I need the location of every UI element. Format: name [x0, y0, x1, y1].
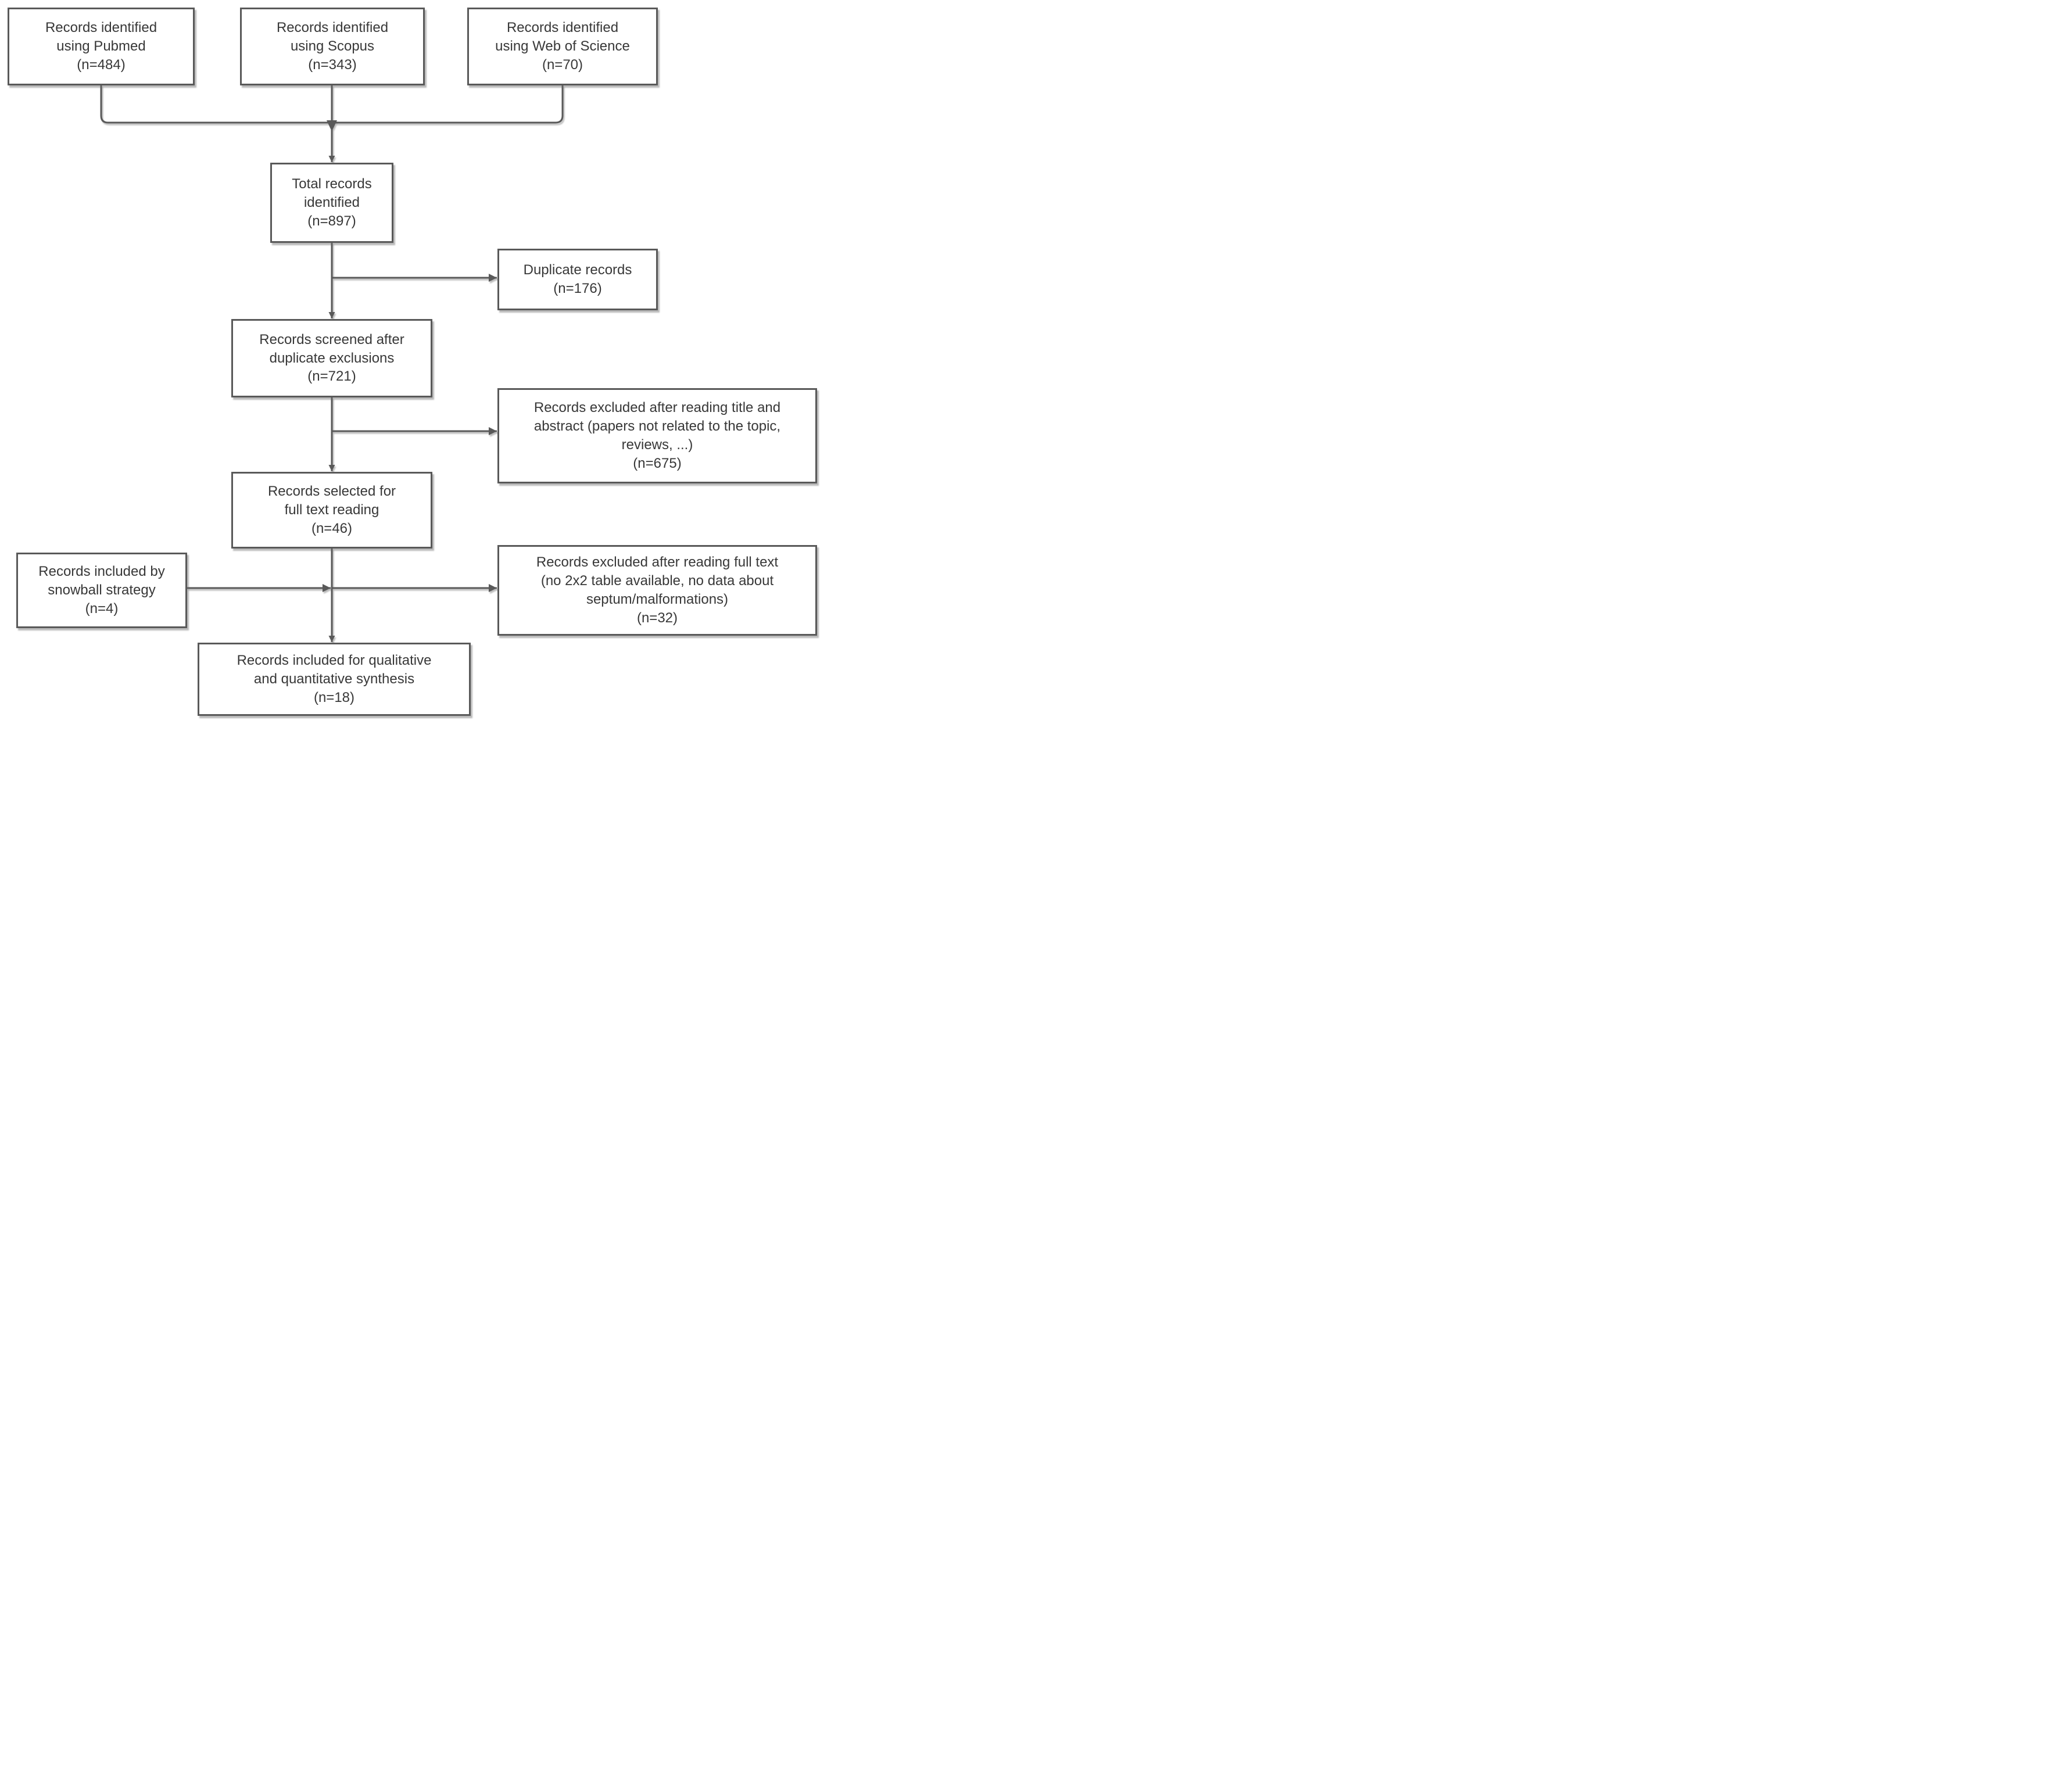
box-records-pubmed: Records identified using Pubmed (n=484): [8, 8, 195, 85]
connector-pubmed-merge: [100, 85, 328, 124]
connector-layer: [100, 85, 564, 642]
box-records-scopus: Records identified using Scopus (n=343): [240, 8, 425, 85]
box-text: Total records identified (n=897): [292, 176, 372, 229]
box-snowball-strategy: Records included by snowball strategy (n…: [16, 553, 187, 628]
box-excluded-title-abstract: Records excluded after reading title and…: [497, 388, 817, 483]
box-excluded-fulltext: Records excluded after reading full text…: [497, 545, 817, 636]
box-text: Records identified using Pubmed (n=484): [45, 20, 157, 73]
prisma-flow-diagram: Records identified using Pubmed (n=484) …: [0, 0, 825, 717]
box-text: Records selected for full text reading (…: [267, 483, 396, 536]
box-duplicate-records: Duplicate records (n=176): [497, 249, 658, 310]
box-text: Records excluded after reading title and…: [533, 400, 781, 471]
box-selected-fulltext: Records selected for full text reading (…: [231, 472, 432, 549]
box-text: Records excluded after reading full text…: [536, 554, 779, 626]
box-text: Records included by snowball strategy (n…: [38, 564, 165, 617]
box-records-web-of-science: Records identified using Web of Science …: [467, 8, 658, 85]
box-text: Records screened after duplicate exclusi…: [259, 331, 404, 385]
box-text: Records included for qualitative and qua…: [237, 653, 432, 705]
box-records-screened: Records screened after duplicate exclusi…: [231, 319, 432, 397]
box-final-included: Records included for qualitative and qua…: [198, 643, 471, 716]
box-total-records: Total records identified (n=897): [270, 163, 393, 243]
box-text: Records identified using Scopus (n=343): [276, 20, 389, 73]
merge-junction-arrowhead-icon: [327, 120, 337, 131]
connector-wos-merge: [335, 85, 564, 124]
box-text: Duplicate records (n=176): [523, 262, 632, 296]
box-text: Records identified using Web of Science …: [495, 20, 630, 73]
